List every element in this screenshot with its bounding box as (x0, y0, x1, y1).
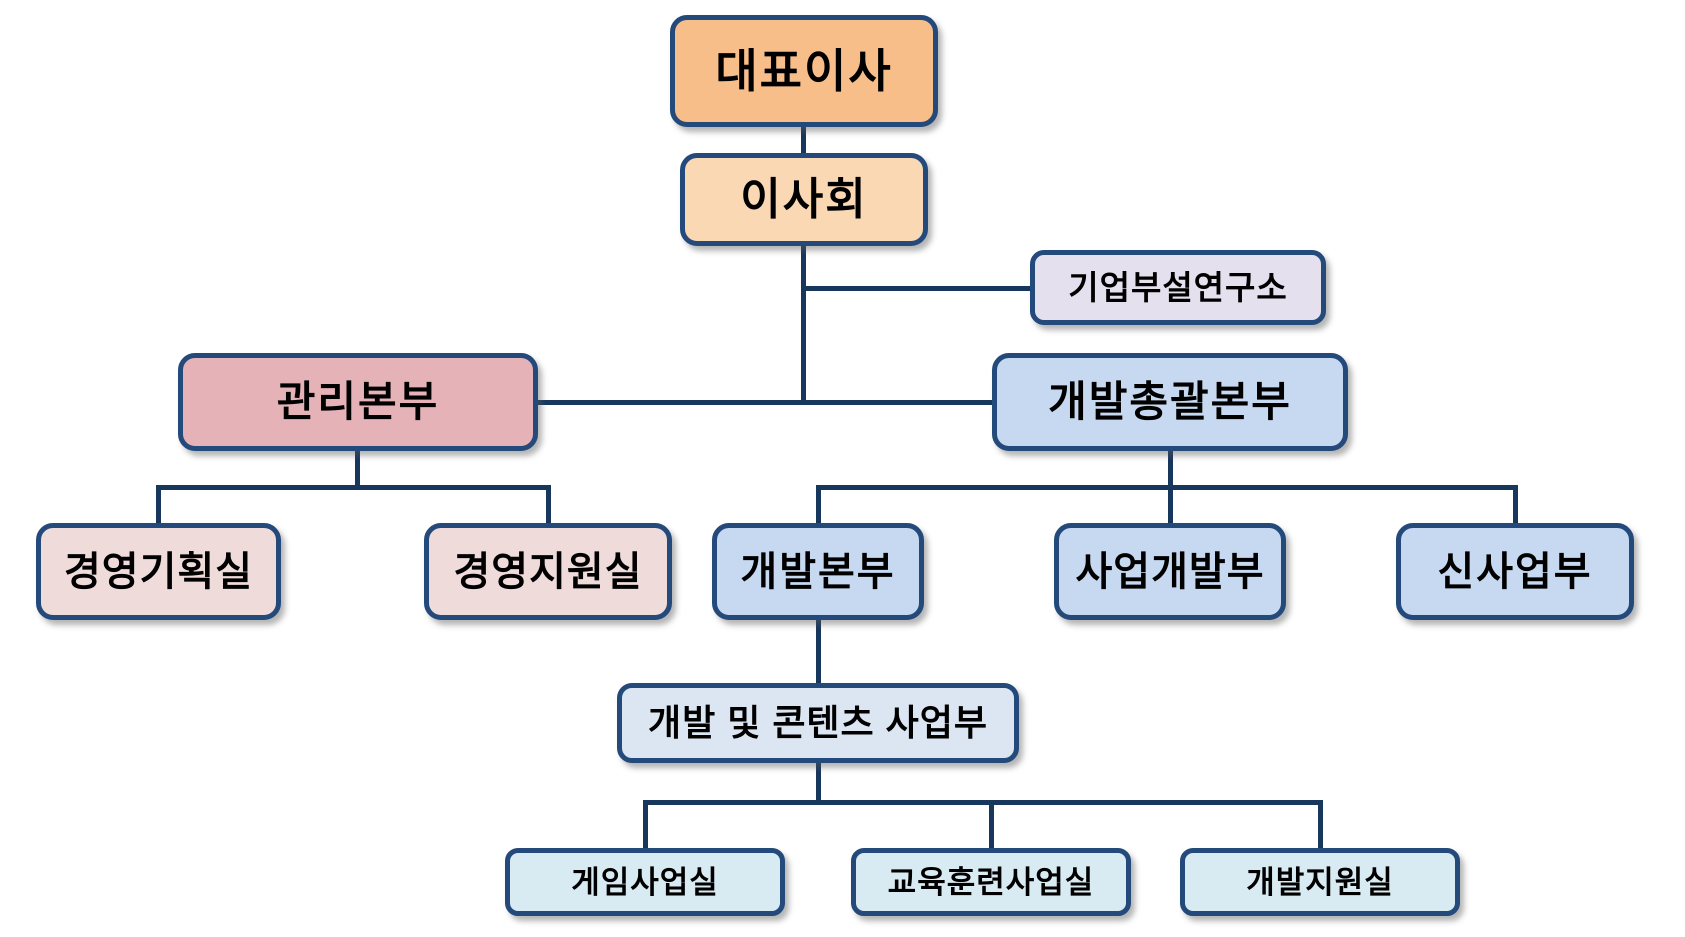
org-node-edu-label: 교육훈련사업실 (887, 864, 1095, 900)
connector-game-drop (643, 800, 648, 848)
org-node-dev-general: 개발총괄본부 (992, 353, 1348, 451)
connector-main-rail (538, 400, 992, 405)
org-node-biz-dev-label: 사업개발부 (1075, 549, 1265, 594)
org-node-game: 게임사업실 (505, 848, 785, 916)
org-node-dev-content: 개발 및 콘텐츠 사업부 (617, 683, 1019, 763)
org-node-research: 기업부설연구소 (1030, 250, 1326, 325)
connector-bottom-rail (643, 800, 1323, 805)
connector-devhq-devcontent (816, 620, 821, 683)
org-node-dev-hq-label: 개발본부 (740, 549, 896, 594)
org-node-dev-hq: 개발본부 (712, 523, 924, 620)
org-node-management: 관리본부 (178, 353, 538, 451)
connector-newbiz-drop (1513, 485, 1518, 523)
connector-devsupport-drop (1318, 800, 1323, 848)
org-node-dev-support-label: 개발지원실 (1246, 864, 1394, 900)
connector-support-drop (546, 485, 551, 523)
connector-devhq-drop (816, 485, 821, 523)
connector-right-rail (816, 485, 1518, 490)
org-node-planning: 경영기획실 (36, 523, 281, 620)
org-node-planning-label: 경영기획실 (64, 549, 253, 594)
connector-edu-drop (989, 800, 994, 848)
org-node-board: 이사회 (680, 153, 928, 246)
org-node-game-label: 게임사업실 (571, 864, 719, 900)
org-node-edu: 교육훈련사업실 (851, 848, 1131, 916)
org-node-ceo-label: 대표이사 (715, 45, 893, 97)
org-node-board-label: 이사회 (740, 174, 868, 224)
org-node-ceo: 대표이사 (670, 15, 938, 127)
connector-management-drop (355, 451, 360, 490)
connector-ceo-board (801, 127, 806, 153)
org-node-new-biz: 신사업부 (1396, 523, 1634, 620)
connector-board-trunk (801, 246, 806, 405)
org-node-management-label: 관리본부 (276, 378, 440, 425)
org-node-research-label: 기업부설연구소 (1068, 269, 1288, 306)
connector-board-research (801, 286, 1030, 291)
org-node-support-label: 경영지원실 (453, 549, 643, 594)
org-node-biz-dev: 사업개발부 (1054, 523, 1286, 620)
org-node-new-biz-label: 신사업부 (1437, 549, 1593, 594)
org-node-support: 경영지원실 (424, 523, 672, 620)
connector-devcontent-drop (816, 763, 821, 805)
org-node-dev-content-label: 개발 및 콘텐츠 사업부 (647, 702, 989, 743)
connector-left-rail (156, 485, 551, 490)
org-node-dev-general-label: 개발총괄본부 (1048, 378, 1292, 425)
org-node-dev-support: 개발지원실 (1180, 848, 1460, 916)
connector-planning-drop (156, 485, 161, 523)
